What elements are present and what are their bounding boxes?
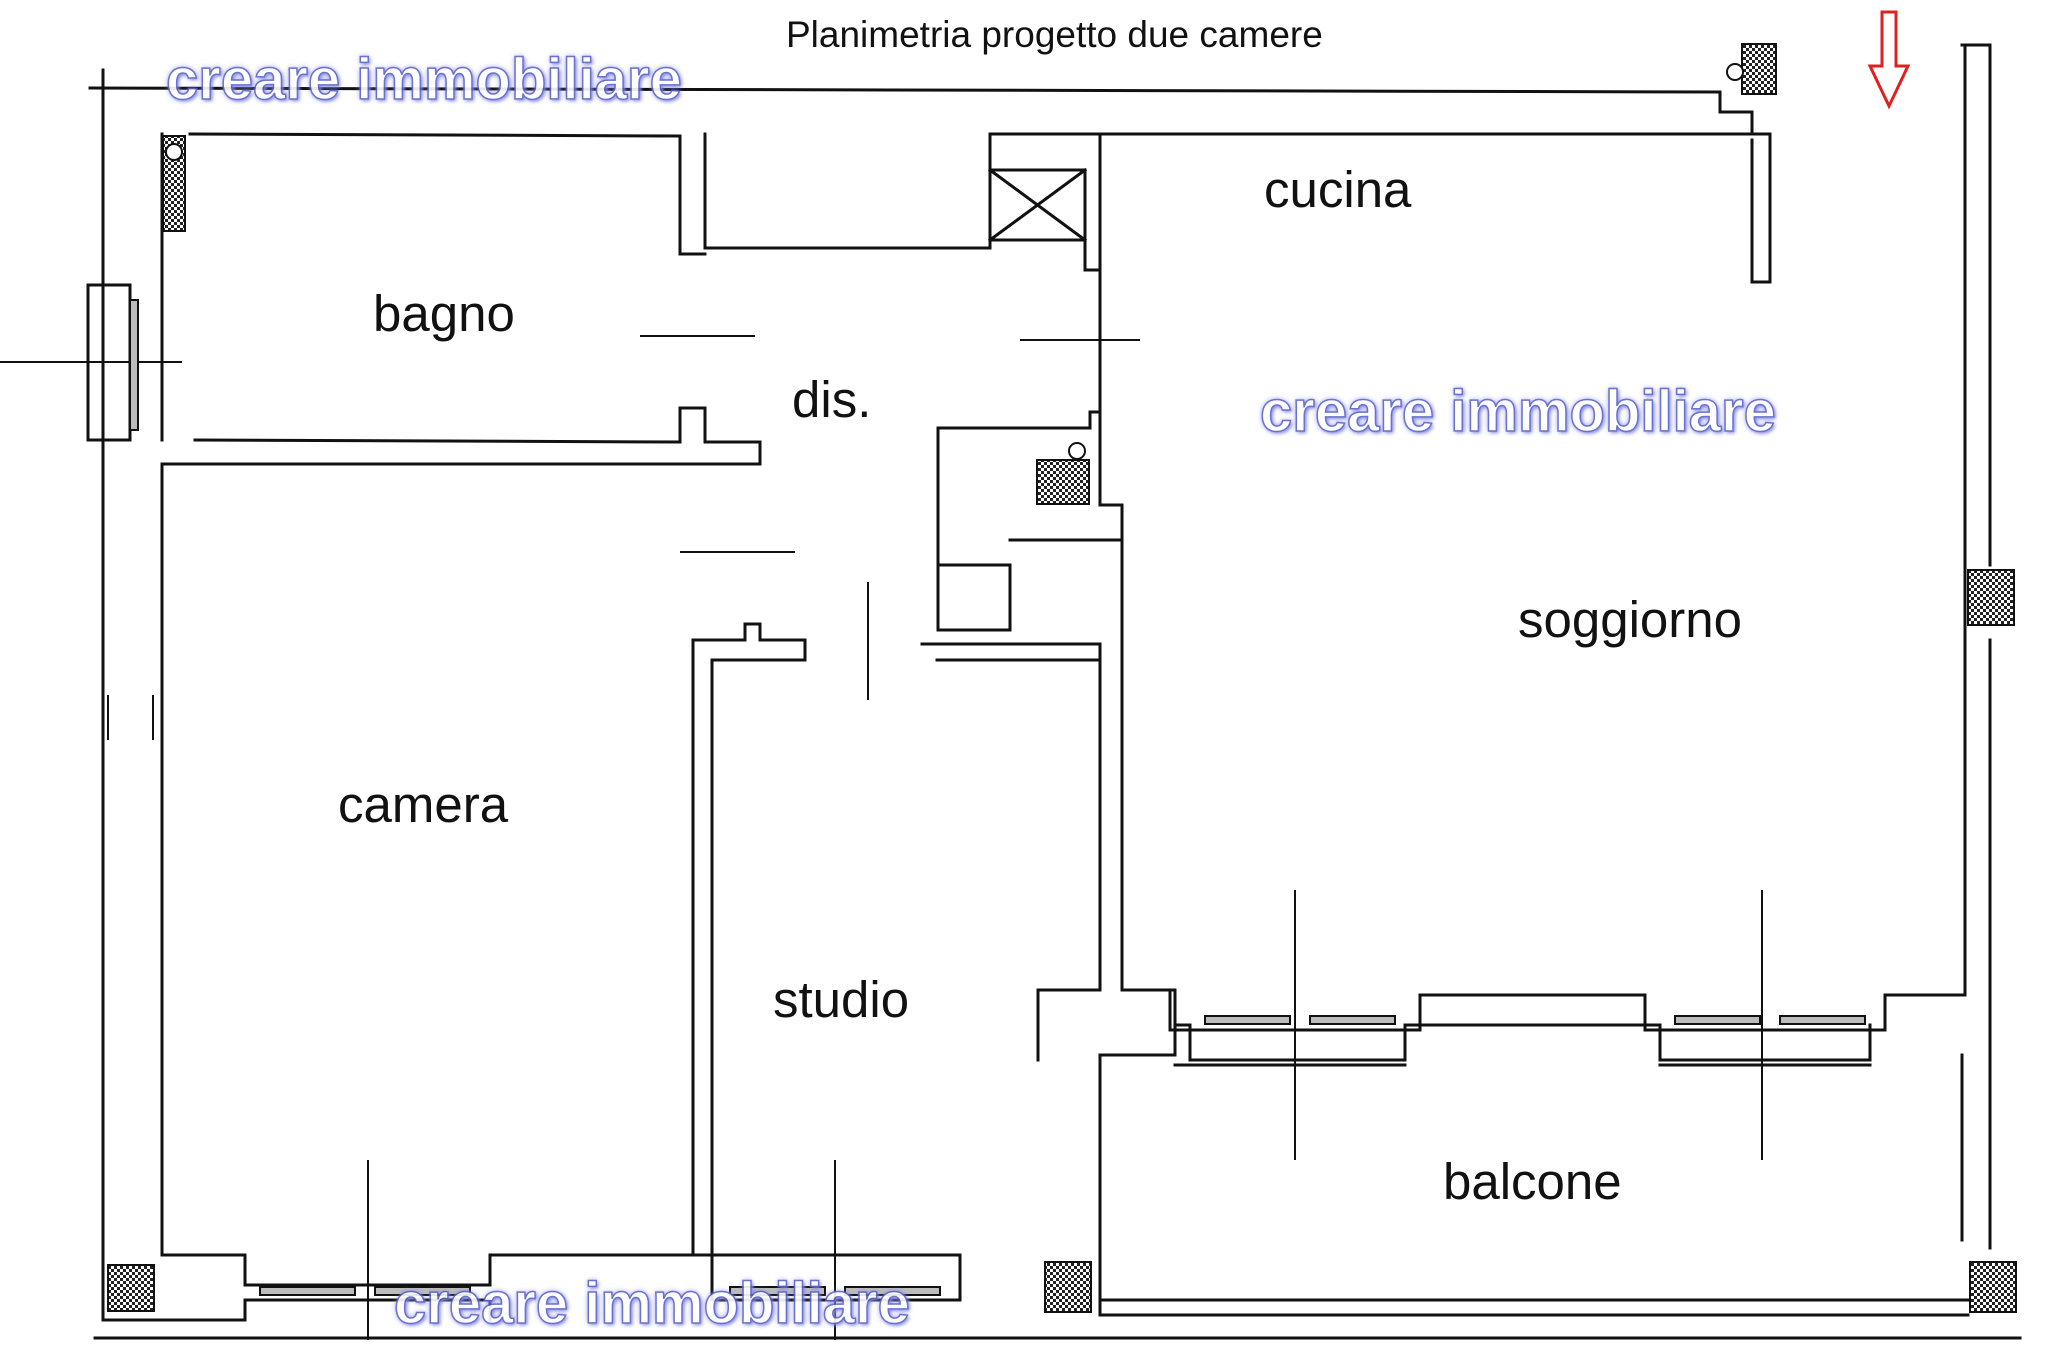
flue-closet: [1036, 459, 1090, 505]
wall-studio-top: [920, 642, 1102, 662]
wall-studio-right: [1036, 658, 1102, 1062]
wall-left-camera: [160, 462, 247, 1257]
pillar-bottom-right: [1969, 1261, 2017, 1313]
wall-top-outer: [88, 86, 1722, 94]
shaft-cross: [987, 167, 1088, 243]
room-label-bagno: bagno: [373, 285, 515, 342]
room-label-balcone: balcone: [1443, 1153, 1622, 1210]
room-label-camera: camera: [338, 776, 509, 833]
wall-right-outer: [1960, 43, 1992, 567]
wall-camera-bottom: [243, 1253, 692, 1287]
wall-corridor-box: [703, 132, 1102, 250]
room-label-studio: studio: [773, 971, 910, 1028]
room-label-soggiorno: soggiorno: [1518, 591, 1742, 648]
flue-left: [162, 135, 186, 232]
room-label-cucina: cucina: [1264, 161, 1412, 218]
wall-top-inner-right: [1098, 132, 1772, 284]
wall-closet: [936, 410, 1124, 646]
wall-left-window: [86, 283, 132, 442]
plan-title: Planimetria progetto due camere: [786, 14, 1323, 55]
pillar-right-mid: [1967, 569, 2015, 626]
wall-top-inner: [188, 132, 707, 256]
wall-left-outer: [101, 68, 247, 1322]
shaft: [988, 168, 1087, 242]
room-label-dis: dis.: [792, 371, 872, 428]
wall-shaft: [1083, 132, 1102, 272]
wall-studio-right-inner: [1098, 642, 1177, 1302]
wall-camera-right-inner: [691, 638, 962, 1257]
watermark-bottom: creare immobiliare: [393, 1270, 910, 1337]
wall-soggiorno-bottom-inner: [1173, 1023, 1872, 1062]
watermark-center-right: creare immobiliare: [1259, 378, 1776, 445]
wall-camera-right: [691, 622, 807, 1302]
pillar-top-right: [1741, 43, 1777, 95]
watermark-top-left: creare immobiliare: [165, 46, 682, 113]
wall-camera-top: [160, 440, 762, 466]
wall-top-right-stub: [1718, 90, 1754, 136]
pillar-bottom-mid: [1044, 1261, 1092, 1313]
wall-studio-bottom: [710, 1253, 962, 1302]
wall-right-column: [1960, 638, 1992, 1250]
wall-soggiorno-bottom: [1120, 46, 1967, 1032]
wall-closet-inner: [936, 426, 1012, 632]
down-arrow-icon: [1867, 10, 1911, 110]
pillar-bottom-left: [107, 1264, 155, 1312]
wall-bagno-bottom: [193, 406, 707, 444]
